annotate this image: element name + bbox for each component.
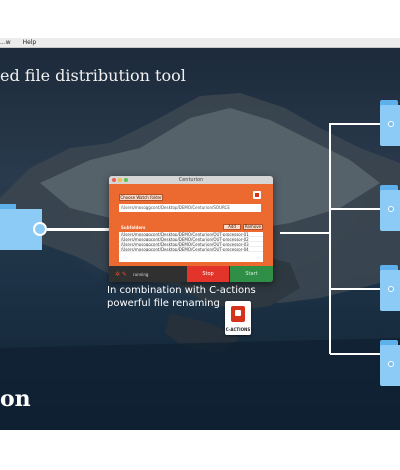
- start-button[interactable]: Start: [230, 266, 273, 282]
- app-window-title: Centurion: [178, 177, 204, 183]
- folder-tab: [380, 340, 398, 346]
- folder-connector-dot: [388, 206, 394, 212]
- folder-tab: [380, 265, 398, 271]
- tree-branch-4: [330, 353, 380, 355]
- subfolder-list[interactable]: /Users/mosoggcont/Desktop/DEMO/Centurion…: [119, 232, 263, 262]
- c-actions-logo-icon: [231, 306, 245, 322]
- menu-item-window[interactable]: ...w: [0, 39, 11, 46]
- destination-folder-icon-1: [380, 100, 400, 146]
- tree-connector-vertical: [329, 123, 331, 354]
- promo-line-1: In combination with C-actions: [107, 285, 256, 296]
- add-subfolder-button[interactable]: Add: [223, 224, 241, 230]
- tree-branch-1: [330, 123, 380, 125]
- tree-branch-2: [330, 208, 380, 210]
- source-connector-line: [47, 228, 109, 231]
- choose-watch-folder-button[interactable]: Choose Watch folder: [119, 194, 163, 201]
- destination-folder-icon-2: [380, 185, 400, 231]
- brand-wordmark: on: [0, 386, 31, 412]
- list-item[interactable]: /Users/mosoggcont/Desktop/DEMO/Centurion…: [119, 247, 263, 252]
- c-actions-app-icon: C-ACTIONS: [225, 301, 251, 335]
- centurion-app-window: Centurion Choose Watch folder /Users/mos…: [109, 176, 273, 282]
- destination-folder-icon-3: [380, 265, 400, 311]
- hero-headline: ed file distribution tool: [0, 66, 186, 85]
- minimize-window-icon[interactable]: [118, 178, 122, 182]
- status-text: running: [133, 272, 149, 277]
- app-footer: ✲ ✎ running Stop Start: [109, 266, 273, 282]
- c-actions-label: C-ACTIONS: [225, 327, 251, 332]
- app-logo-icon: [253, 191, 261, 199]
- folder-connector-dot: [388, 121, 394, 127]
- menu-item-help[interactable]: Help: [22, 39, 37, 46]
- watch-folder-path-field[interactable]: /Users/mosoggcont/Desktop/DEMO/Centurion…: [119, 204, 261, 212]
- folder-tab: [0, 204, 16, 210]
- subfolders-label: Subfolders: [121, 225, 146, 230]
- tree-branch-3: [330, 288, 380, 290]
- list-item[interactable]: /Users/mosoggcont/Desktop/DEMO/Centurion…: [119, 232, 263, 237]
- zoom-window-icon[interactable]: [124, 178, 128, 182]
- folder-tab: [380, 185, 398, 191]
- destination-folder-icon-4: [380, 340, 400, 386]
- folder-connector-dot: [388, 361, 394, 367]
- folder-connector-dot: [388, 286, 394, 292]
- close-window-icon[interactable]: [112, 178, 116, 182]
- desktop-background: ed file distribution tool on: [0, 48, 400, 430]
- stop-button[interactable]: Stop: [187, 266, 229, 282]
- list-item[interactable]: /Users/mosoggcont/Desktop/DEMO/Centurion…: [119, 242, 263, 247]
- tree-connector-horizontal: [280, 232, 330, 234]
- activity-indicator-icon: ✲ ✎: [115, 271, 127, 278]
- menu-bar: ...w Help: [0, 38, 400, 48]
- folder-tab: [380, 100, 398, 106]
- app-titlebar: Centurion: [109, 176, 273, 184]
- list-item[interactable]: /Users/mosoggcont/Desktop/DEMO/Centurion…: [119, 237, 263, 242]
- promo-text: In combination with C-actions powerful f…: [107, 284, 256, 310]
- source-connector-node: [33, 222, 47, 236]
- remove-subfolder-button[interactable]: Remove: [243, 224, 263, 230]
- promo-line-2: powerful file renaming: [107, 298, 220, 309]
